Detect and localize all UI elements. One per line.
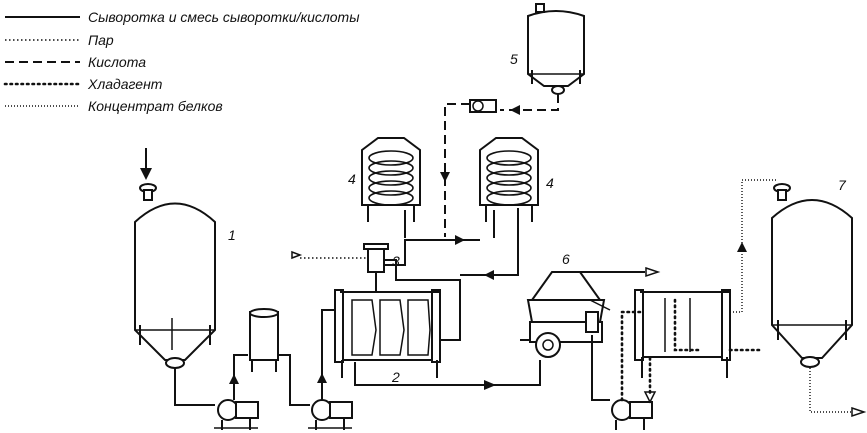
tank7-outlet-arrow (851, 406, 867, 418)
pipe-acid-to-pump (500, 94, 559, 111)
protein-tank-7: 7 (771, 177, 853, 368)
label-number-7: 7 (838, 177, 847, 193)
pump-1 (214, 399, 259, 430)
steam-injector-3: 3 (363, 243, 400, 292)
pipe-protein-to-tank7 (730, 179, 778, 313)
pipe-coolant-inlet (620, 310, 642, 402)
legend-label-steam: Пар (88, 32, 114, 48)
plate-cooler (634, 289, 731, 378)
holding-tank-4-left: 4 (348, 137, 421, 222)
legend-label-coolant: Хладагент (87, 76, 163, 92)
pipe-exchanger-loop (384, 259, 461, 341)
pipe-acid-to-process (444, 103, 470, 237)
pump-3 (611, 399, 653, 430)
label-number-1: 1 (228, 227, 236, 243)
holding-tank-4-right: 4 (479, 137, 554, 222)
pipe-exchanger-to-separator (354, 360, 541, 386)
pump-2 (308, 399, 353, 430)
legend-label-whey: Сыворотка и смесь сыворотки/кислоты (88, 9, 360, 25)
pipe-separator-to-pump3 (591, 335, 610, 401)
centrifugal-separator-6: 6 (520, 251, 611, 358)
pipe-buffer-to-pump2 (278, 354, 310, 406)
label-number-4-right: 4 (546, 175, 554, 191)
legend-label-protein: Концентрат белков (88, 98, 223, 114)
label-number-6: 6 (562, 251, 570, 267)
label-number-5: 5 (510, 51, 518, 67)
pipe-holding-to-exchanger (460, 208, 519, 276)
label-number-4-left: 4 (348, 171, 356, 187)
plate-heat-exchanger-2: 2 (334, 289, 441, 385)
pipe-pump1-to-buffer (233, 354, 248, 400)
separator-outlet-arrow (645, 266, 661, 278)
whey-tank-1: 1 (134, 148, 236, 369)
acid-tank-5: 5 (510, 3, 585, 95)
pipe-tank7-out (809, 368, 852, 413)
pipe-coolant-internal (673, 298, 702, 352)
pipe-injector-to-holding (384, 239, 480, 266)
buffer-tank (249, 308, 279, 372)
pipe-tank1-to-pump1 (174, 368, 215, 406)
label-number-2: 2 (391, 369, 400, 385)
steam-inlet-arrow (291, 250, 303, 260)
legend-label-acid: Кислота (88, 54, 146, 70)
acid-dosing-pump (469, 99, 497, 113)
legend: Сыворотка и смесь сыворотки/кислоты Пар … (3, 9, 360, 114)
